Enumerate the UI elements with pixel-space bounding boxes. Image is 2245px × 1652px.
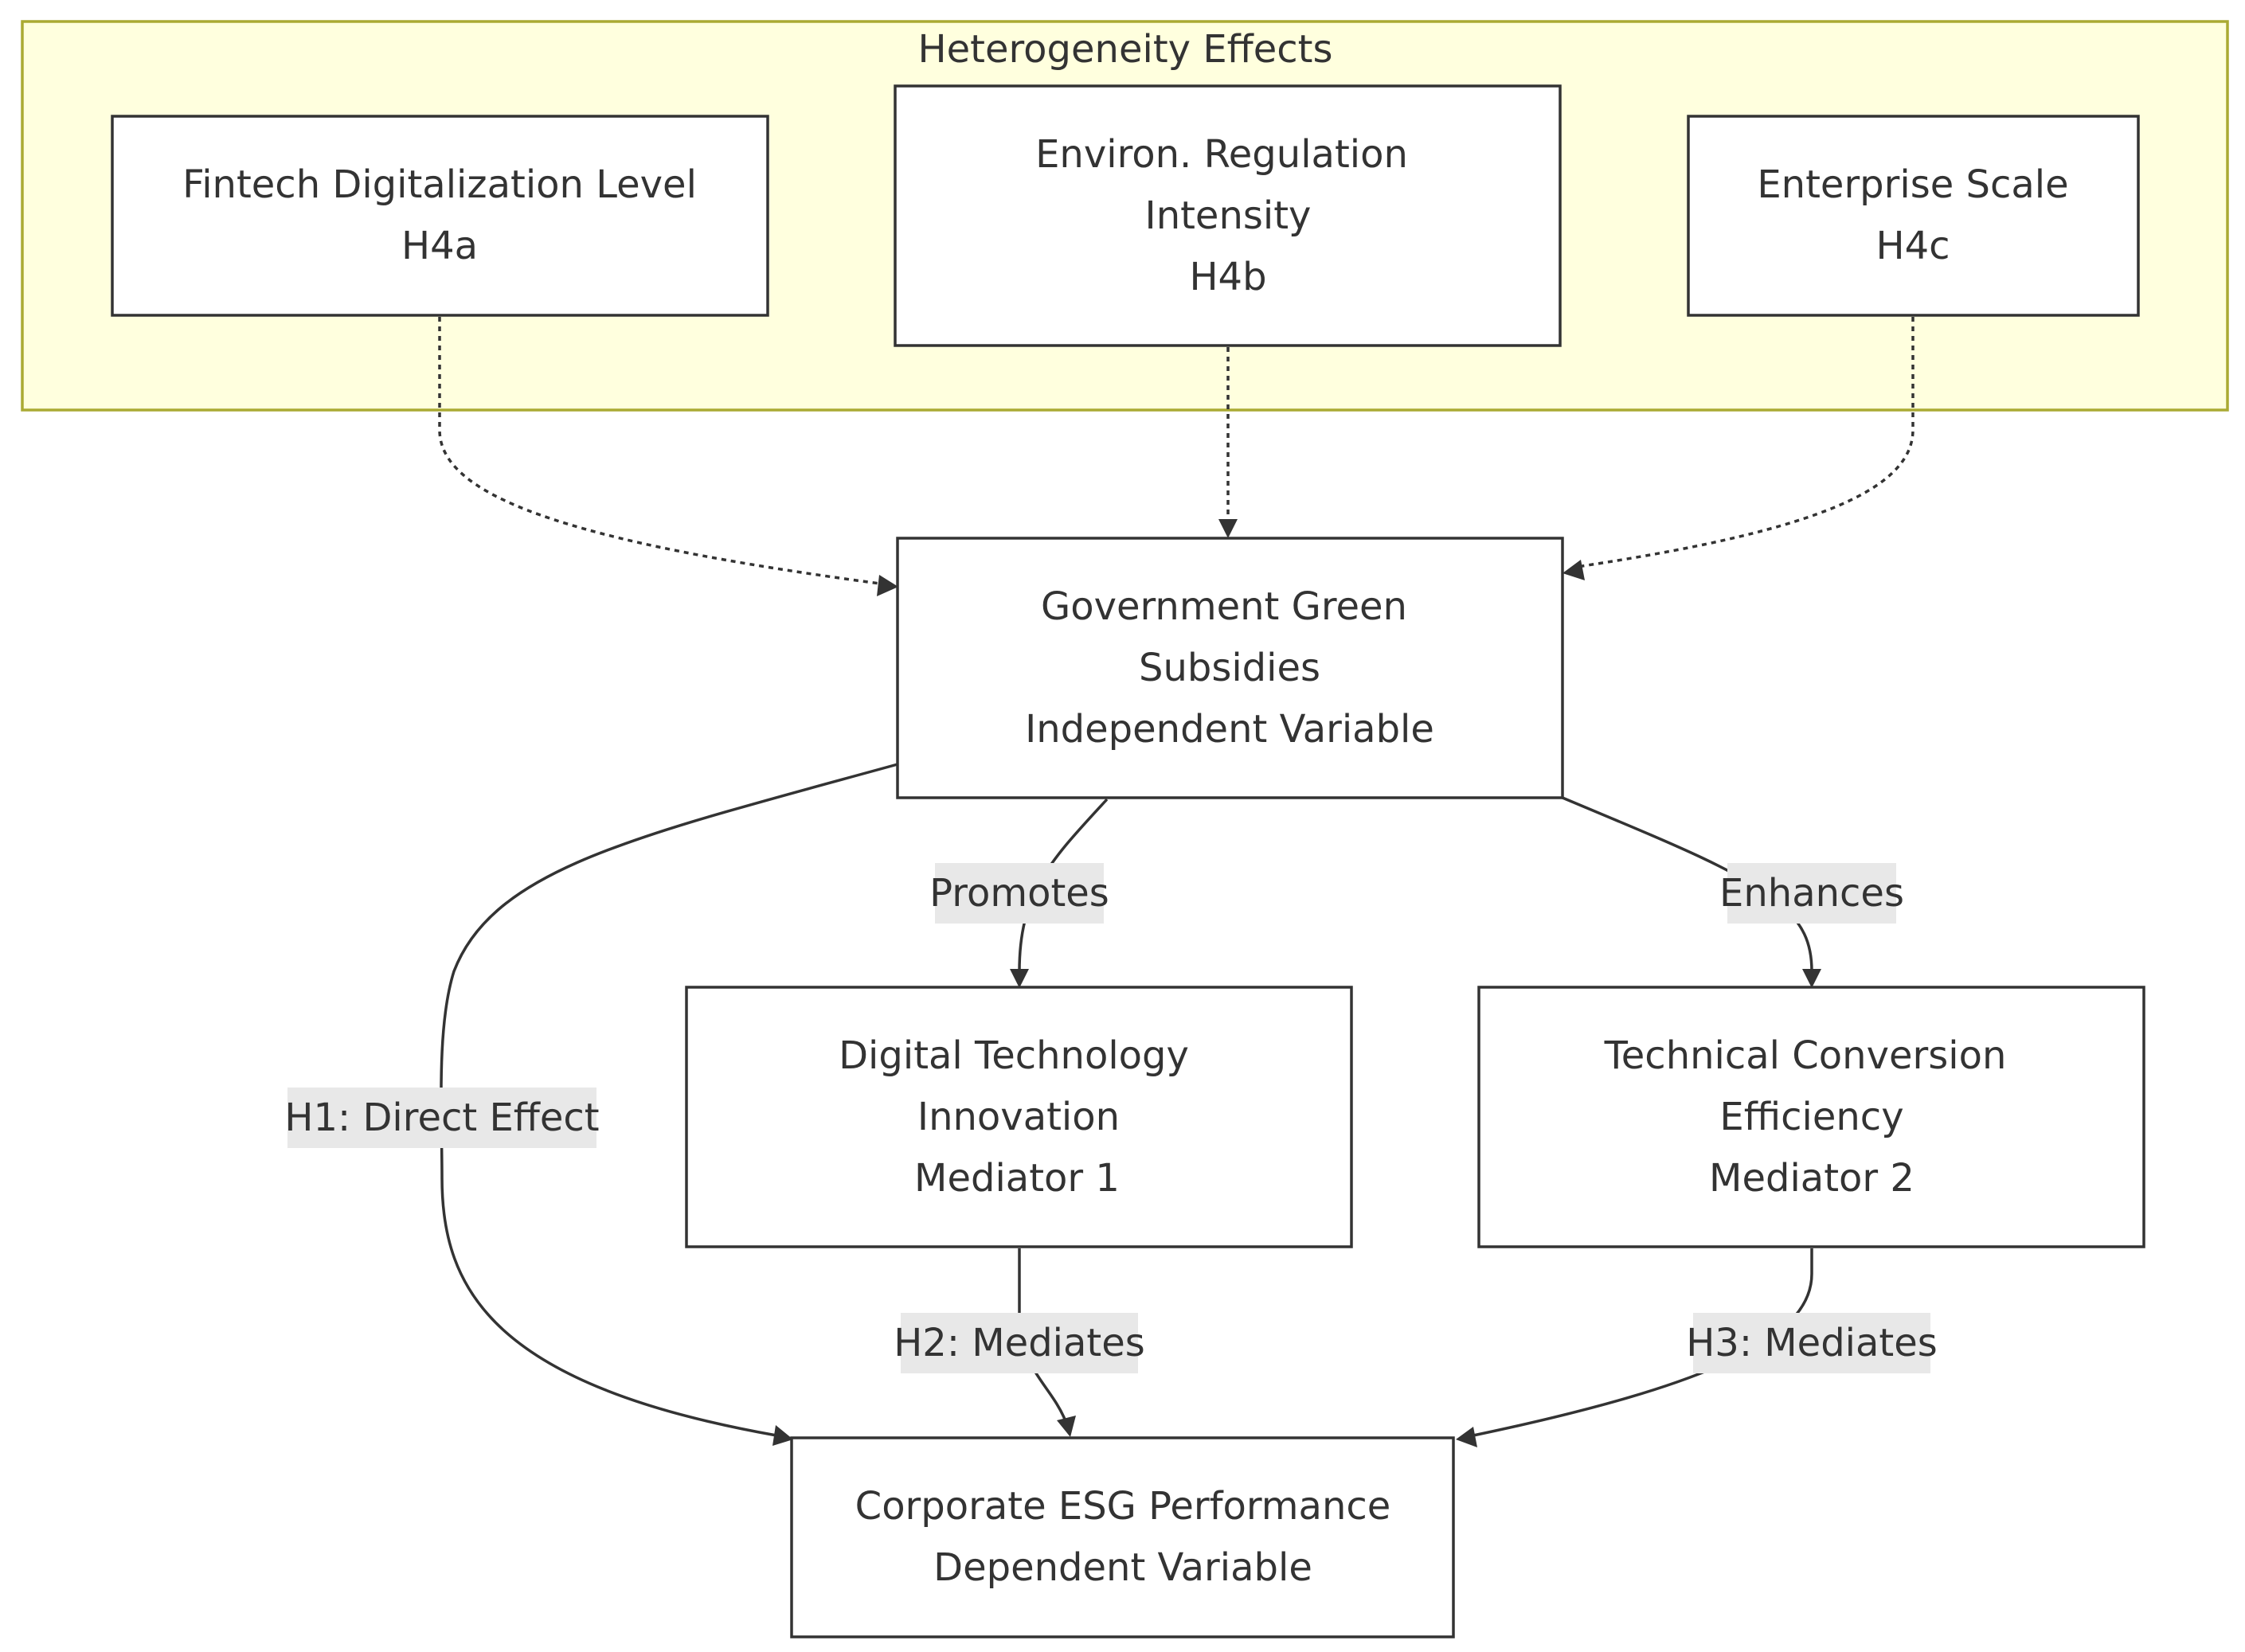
node-box xyxy=(790,1436,1455,1638)
node-line: Corporate ESG Performance xyxy=(855,1484,1391,1529)
edge-label-direct-effect: H1: Direct Effect xyxy=(284,1095,599,1140)
node-line: Mediator 2 xyxy=(1709,1156,1915,1201)
edge-labels: Promotes Enhances H1: Direct Effect H2: … xyxy=(284,863,1938,1373)
edge-fintech-to-subsidies xyxy=(438,317,893,587)
node-line: Innovation xyxy=(917,1095,1120,1139)
node-line: Efficiency xyxy=(1719,1095,1903,1139)
node-box xyxy=(1477,986,2145,1248)
edge-scale-to-subsidies xyxy=(1576,317,1915,568)
node-line: Subsidies xyxy=(1139,646,1320,690)
node-box xyxy=(894,84,1562,347)
node-line: Enterprise Scale xyxy=(1757,162,2068,207)
node-environ-regulation: Environ. Regulation Intensity H4b xyxy=(894,84,1562,347)
node-box xyxy=(111,115,769,317)
node-technical-conversion-efficiency: Technical Conversion Efficiency Mediator… xyxy=(1477,986,2145,1248)
edges xyxy=(438,317,1915,1447)
arrowhead-digital xyxy=(1010,969,1029,988)
label-bg-direct-effect xyxy=(287,1088,596,1148)
arrowhead-fintech xyxy=(877,575,898,596)
node-line: Dependent Variable xyxy=(933,1545,1312,1590)
label-bg-h2-mediates xyxy=(901,1313,1138,1373)
node-line: Mediator 1 xyxy=(914,1156,1120,1201)
node-enterprise-scale: Enterprise Scale H4c xyxy=(1687,115,2140,317)
cluster-title: Heterogeneity Effects xyxy=(918,27,1333,72)
node-line: H4c xyxy=(1875,224,1950,268)
edge-label-promotes: Promotes xyxy=(929,871,1109,916)
label-bg-promotes xyxy=(935,863,1104,924)
node-line: Technical Conversion xyxy=(1604,1033,2007,1078)
label-bg-enhances xyxy=(1727,863,1896,924)
node-line: Intensity xyxy=(1145,193,1312,238)
edge-label-enhances: Enhances xyxy=(1719,871,1904,916)
node-fintech-digitalization: Fintech Digitalization Level H4a xyxy=(111,115,769,317)
node-box xyxy=(1687,115,2140,317)
node-line: Environ. Regulation xyxy=(1035,132,1408,177)
node-box xyxy=(685,986,1353,1248)
node-line: H4a xyxy=(401,224,478,268)
node-line: Independent Variable xyxy=(1025,707,1434,752)
label-bg-h3-mediates xyxy=(1693,1313,1930,1373)
edge-label-h2-mediates: H2: Mediates xyxy=(894,1321,1145,1365)
node-line: H4b xyxy=(1189,255,1266,299)
node-digital-technology-innovation: Digital Technology Innovation Mediator 1 xyxy=(685,986,1353,1248)
arrowhead-technical xyxy=(1802,969,1821,988)
node-government-green-subsidies: Government Green Subsidies Independent V… xyxy=(896,537,1564,799)
edge-subsidies-to-esg xyxy=(440,763,898,1437)
arrowhead-esg-direct xyxy=(772,1425,793,1446)
node-corporate-esg-performance: Corporate ESG Performance Dependent Vari… xyxy=(790,1436,1455,1638)
node-box xyxy=(896,537,1564,799)
edge-label-h3-mediates: H3: Mediates xyxy=(1686,1321,1938,1365)
arrowhead-esg-digital xyxy=(1057,1416,1076,1437)
arrowhead-esg-technical xyxy=(1456,1427,1477,1447)
arrowhead-scale xyxy=(1563,560,1585,580)
node-line: Fintech Digitalization Level xyxy=(182,162,697,207)
node-line: Government Green xyxy=(1041,584,1407,629)
node-line: Digital Technology xyxy=(839,1033,1189,1078)
arrowhead-environ xyxy=(1218,519,1238,538)
